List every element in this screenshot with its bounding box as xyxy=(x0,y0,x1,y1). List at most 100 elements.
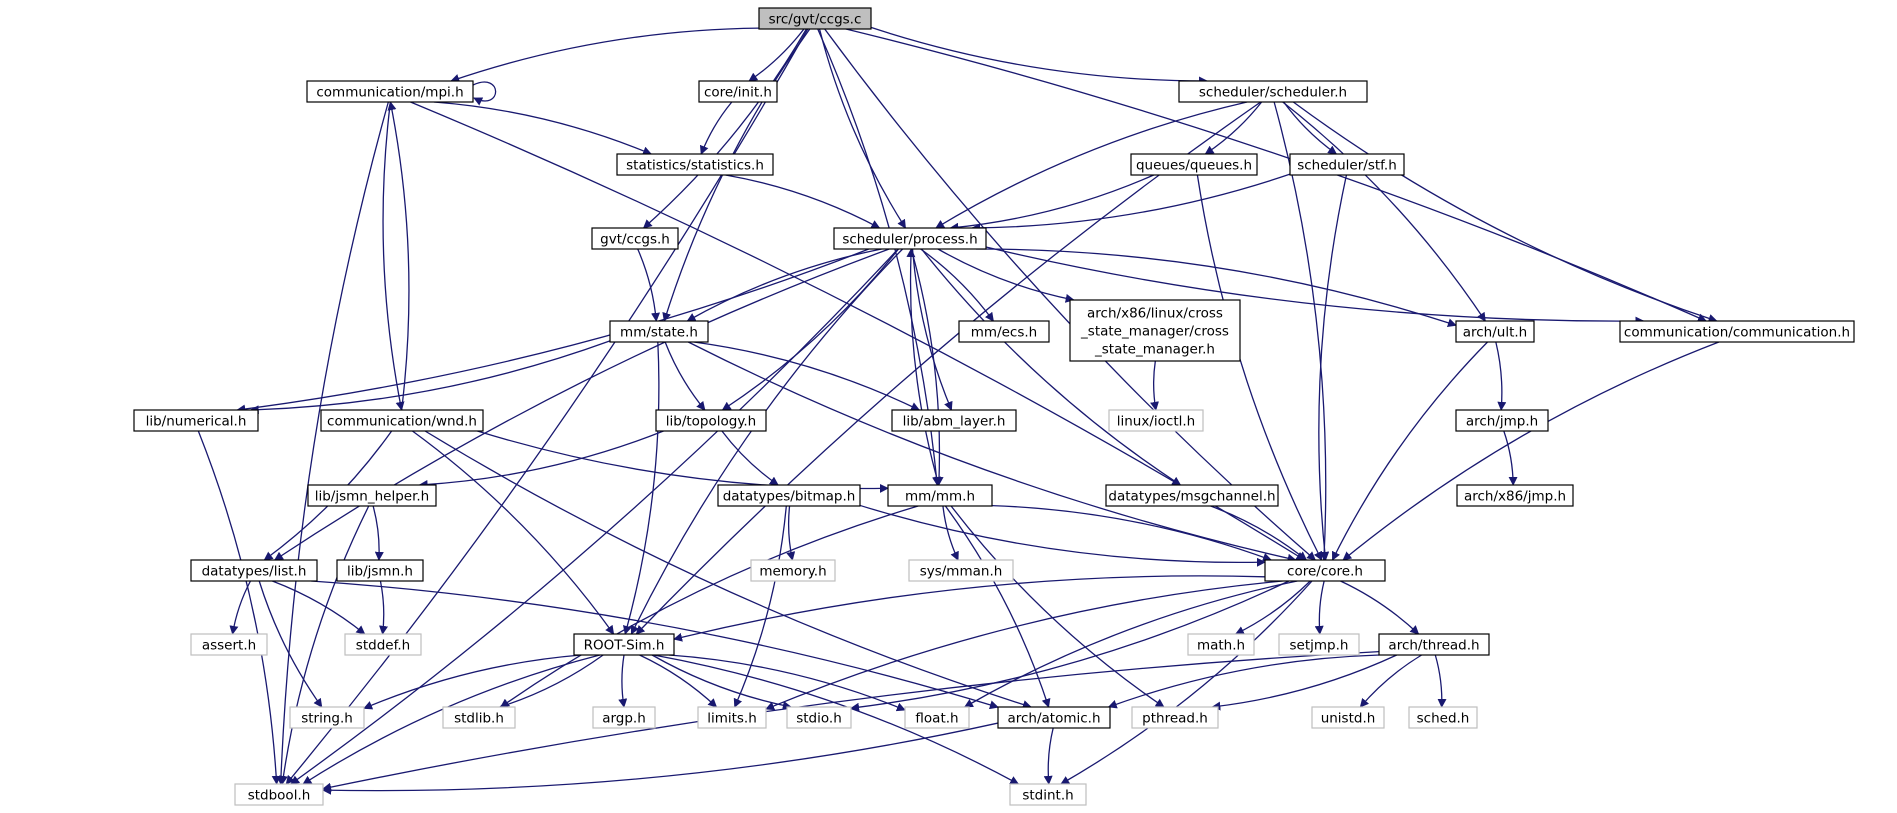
node-csm[interactable]: arch/x86/linux/cross_state_manager/cross… xyxy=(1069,299,1241,362)
edge-ult-to-core xyxy=(1331,341,1488,561)
node-label: arch/atomic.h xyxy=(1007,711,1100,727)
node-box xyxy=(133,409,259,432)
node-box xyxy=(1619,320,1855,343)
node-init[interactable]: core/init.h xyxy=(698,80,778,103)
edge-sched-to-ult xyxy=(1282,101,1486,322)
edge-state-to-rootsim xyxy=(622,341,660,635)
node-x86jmp[interactable]: arch/x86/jmp.h xyxy=(1456,484,1574,507)
edge-state-to-abm xyxy=(693,341,921,411)
node-label: stdbool.h xyxy=(248,788,311,804)
node-label: sys/mman.h xyxy=(920,564,1003,580)
node-ioctl: linux/ioctl.h xyxy=(1108,409,1204,432)
node-label: lib/jsmn_helper.h xyxy=(315,489,430,505)
edge-stats-to-process xyxy=(725,174,881,229)
edge-process-to-ult xyxy=(976,248,1457,328)
node-process[interactable]: scheduler/process.h xyxy=(833,227,987,250)
nodes-layer: src/gvt/ccgs.c communication/mpi.h core/in… xyxy=(133,7,1855,806)
edge-thread-to-pthread xyxy=(1211,654,1398,711)
node-state[interactable]: mm/state.h xyxy=(609,320,709,343)
node-box xyxy=(1105,484,1279,507)
node-label: arch/x86/jmp.h xyxy=(1464,489,1566,505)
node-label: ROOT-Sim.h xyxy=(584,638,665,654)
node-label: memory.h xyxy=(759,564,826,580)
edge-atomic-to-stdint xyxy=(1043,727,1054,785)
node-box xyxy=(1378,633,1490,656)
edge-thread-to-atomic xyxy=(1107,654,1380,709)
edge-core-to-stdio xyxy=(850,580,1290,712)
node-box xyxy=(1455,409,1549,432)
edge-rootsim-to-argp xyxy=(618,654,628,708)
edge-comm-to-core xyxy=(1342,341,1720,561)
node-jsmnh[interactable]: lib/jsmn_helper.h xyxy=(307,484,437,507)
node-box xyxy=(609,320,709,343)
edge-process-to-abm xyxy=(911,248,953,411)
node-jmp[interactable]: arch/jmp.h xyxy=(1455,409,1549,432)
node-sysmman: sys/mman.h xyxy=(908,559,1014,582)
node-label: mm/ecs.h xyxy=(971,325,1037,341)
node-label: communication/communication.h xyxy=(1624,325,1850,341)
node-mm[interactable]: mm/mm.h xyxy=(887,484,993,507)
edge-process-to-csm xyxy=(937,248,1075,303)
edge-process-to-numerical xyxy=(236,248,870,414)
edge-sched-to-comm xyxy=(1292,101,1718,323)
node-thread[interactable]: arch/thread.h xyxy=(1378,633,1490,656)
node-label: lib/topology.h xyxy=(666,414,757,430)
node-atomic[interactable]: arch/atomic.h xyxy=(997,706,1111,729)
edge-rootsim-to-stdio xyxy=(651,654,792,710)
edge-core-to-setjmp xyxy=(1314,580,1325,635)
node-box xyxy=(616,153,774,176)
node-label: float.h xyxy=(915,711,958,727)
node-stats[interactable]: statistics/statistics.h xyxy=(616,153,774,176)
edge-bitmap-to-limits xyxy=(733,505,787,708)
edge-process-to-topology xyxy=(721,248,900,411)
node-stf[interactable]: scheduler/stf.h xyxy=(1289,153,1405,176)
edge-core-to-stdint xyxy=(1060,580,1313,785)
node-abm[interactable]: lib/abm_layer.h xyxy=(891,409,1017,432)
node-label: stddef.h xyxy=(356,638,410,654)
node-sched[interactable]: scheduler/scheduler.h xyxy=(1178,80,1368,103)
node-box xyxy=(1130,153,1258,176)
node-stdlib: stdlib.h xyxy=(442,706,516,729)
edge-topology-to-jsmnh xyxy=(418,430,664,490)
node-gccgs[interactable]: gvt/ccgs.h xyxy=(591,227,679,250)
edge-jmp-to-x86jmp xyxy=(1503,430,1518,486)
edge-rootsim-to-limits xyxy=(639,654,718,708)
edge-root-to-process xyxy=(818,28,907,229)
node-label: statistics/statistics.h xyxy=(626,158,764,174)
edge-csm-to-ioctl xyxy=(1150,360,1159,411)
edge-mm-to-pthread xyxy=(950,505,1165,708)
node-comm[interactable]: communication/communication.h xyxy=(1619,320,1855,343)
node-box xyxy=(592,706,656,729)
node-box xyxy=(190,559,318,582)
node-label: lib/jsmn.h xyxy=(347,564,413,580)
node-core[interactable]: core/core.h xyxy=(1264,559,1386,582)
node-mpi[interactable]: communication/mpi.h xyxy=(306,80,474,103)
node-ecs[interactable]: mm/ecs.h xyxy=(958,320,1050,343)
node-pthread: pthread.h xyxy=(1131,706,1219,729)
edge-rootsim-to-stdint xyxy=(653,654,1020,785)
edge-core-to-float xyxy=(963,580,1298,708)
edge-wnd-to-mm xyxy=(477,430,889,493)
node-list[interactable]: datatypes/list.h xyxy=(190,559,318,582)
node-unistd: unistd.h xyxy=(1311,706,1385,729)
edge-gccgs-to-state xyxy=(637,248,661,322)
node-root[interactable]: src/gvt/ccgs.c xyxy=(758,7,872,30)
node-bitmap[interactable]: datatypes/bitmap.h xyxy=(717,484,861,507)
node-queues[interactable]: queues/queues.h xyxy=(1130,153,1258,176)
node-ult[interactable]: arch/ult.h xyxy=(1455,320,1535,343)
node-numerical[interactable]: lib/numerical.h xyxy=(133,409,259,432)
node-jsmn[interactable]: lib/jsmn.h xyxy=(336,559,424,582)
node-label: pthread.h xyxy=(1142,711,1208,727)
edge-jsmn-to-stddef xyxy=(379,580,388,635)
node-msgch[interactable]: datatypes/msgchannel.h xyxy=(1105,484,1279,507)
node-label: communication/wnd.h xyxy=(327,414,477,430)
edge-process-to-ecs xyxy=(920,248,994,322)
node-math: math.h xyxy=(1187,633,1255,656)
node-topology[interactable]: lib/topology.h xyxy=(655,409,767,432)
node-stdint: stdint.h xyxy=(1009,783,1087,806)
edge-root-to-mpi xyxy=(450,27,760,83)
node-wnd[interactable]: communication/wnd.h xyxy=(320,409,484,432)
node-rootsim[interactable]: ROOT-Sim.h xyxy=(573,633,675,656)
node-box xyxy=(307,484,437,507)
node-label: math.h xyxy=(1197,638,1245,654)
